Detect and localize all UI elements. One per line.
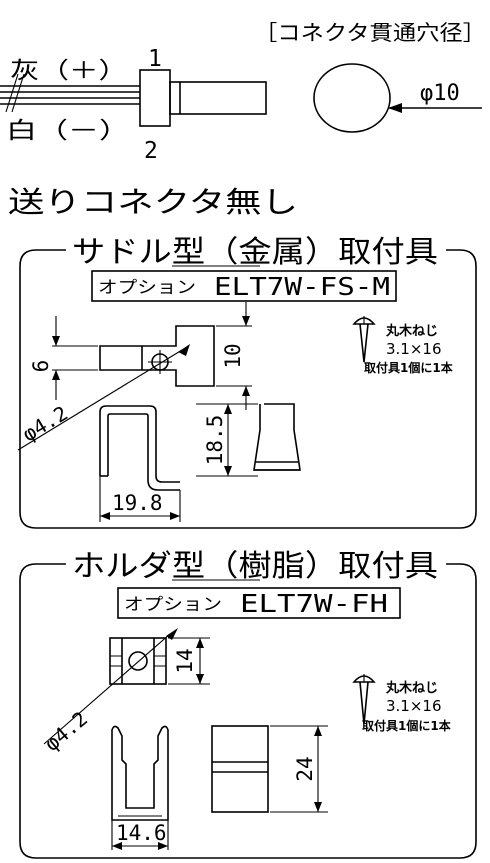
saddle-screw-size: 3.1×16 — [386, 340, 442, 358]
saddle-screw-icon — [352, 316, 376, 363]
holder-screw-name: 丸木ねじ — [385, 680, 438, 696]
saddle-screw-name: 丸木ねじ — [385, 323, 438, 339]
saddle-dim-6: 6 — [29, 360, 53, 373]
pin-2-label: 2 — [144, 138, 158, 164]
saddle-dim-10: 10 — [221, 343, 245, 368]
saddle-screw-note: 取付具1個に1本 — [364, 360, 453, 375]
holder-option-prefix: オプション — [124, 595, 222, 615]
holder-section: ホルダ型（樹脂）取付具 オプション ELT7W-FH φ4.2 14 — [19, 549, 477, 859]
hole-diameter-label: φ10 — [420, 81, 460, 106]
wire-white-label: 白（－） — [6, 118, 130, 144]
saddle-option-prefix: オプション — [98, 278, 196, 298]
pin-1-label: 1 — [148, 46, 162, 72]
saddle-end-view — [253, 403, 301, 471]
saddle-title: サドル型（金属）取付具 — [72, 235, 438, 270]
holder-side-view — [111, 725, 169, 821]
saddle-dim-19-8: 19.8 — [112, 491, 163, 515]
holder-option-box — [117, 587, 401, 619]
holder-option-code: ELT7W-FH — [240, 589, 388, 618]
holder-title: ホルダ型（樹脂）取付具 — [72, 549, 438, 584]
wire-gray-label: 灰（＋） — [10, 58, 128, 84]
holder-dim-14: 14 — [173, 648, 197, 673]
saddle-dim-phi: φ4.2 — [18, 401, 72, 446]
hole-circle — [313, 63, 391, 133]
holder-screw-note: 取付具1個に1本 — [362, 718, 451, 733]
saddle-option-box — [91, 270, 397, 302]
holder-dim-phi: φ4.2 — [40, 706, 92, 755]
lead-wires — [0, 73, 140, 113]
holder-end-view — [211, 725, 269, 813]
holder-top-view — [43, 628, 178, 745]
saddle-top-view — [17, 325, 215, 451]
saddle-side-view — [99, 405, 180, 491]
saddle-frame — [19, 249, 477, 529]
holder-frame — [19, 563, 477, 859]
holder-screw-size: 3.1×16 — [386, 697, 442, 715]
hole-title: ［コネクタ貫通穴径］ — [254, 21, 486, 45]
holder-screw-icon — [352, 674, 376, 725]
holder-dim-24: 24 — [293, 756, 317, 781]
connector-section: ［コネクタ貫通穴径］ 灰（＋） 白（－） 1 2 φ10 送りコネクタ無し — [0, 21, 486, 219]
saddle-dim-18-5: 18.5 — [203, 415, 227, 466]
saddle-option-code: ELT7W-FS-M — [214, 272, 390, 301]
connector-body — [139, 69, 267, 127]
holder-dim-14-6: 14.6 — [116, 821, 167, 845]
saddle-section: サドル型（金属）取付具 オプション ELT7W-FS-M 6 10 φ4.2 — [17, 235, 477, 529]
no-feed-connector-text: 送りコネクタ無し — [8, 185, 298, 219]
